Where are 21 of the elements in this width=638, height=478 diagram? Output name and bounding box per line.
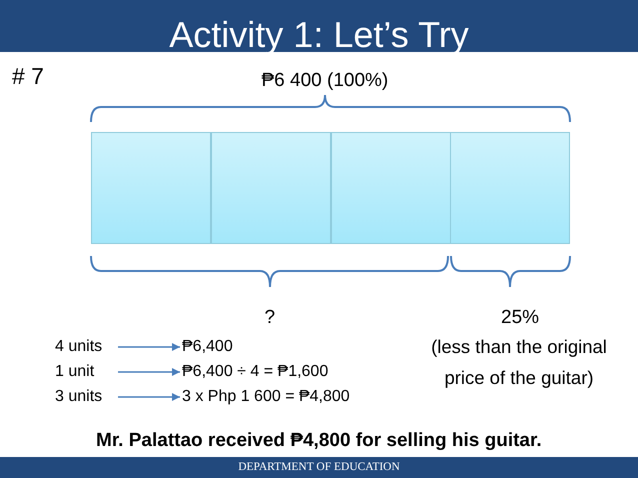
bar-segment xyxy=(450,132,570,244)
arrow xyxy=(118,393,180,401)
note-text: (less than the original price of the guitar) xyxy=(430,335,608,390)
quantity-label: 3 units xyxy=(55,386,117,408)
total-amount-label: ₱6 400 (100%) xyxy=(262,69,388,93)
calculation-text: ₱6,400 ÷ 4 = ₱1,600 xyxy=(182,361,328,383)
arrow xyxy=(118,368,180,376)
problem-number: # 7 xyxy=(12,62,44,91)
calculation-text: 3 x Php 1 600 = ₱4,800 xyxy=(182,386,350,408)
footer-text: DEPARTMENT OF EDUCATION xyxy=(238,460,400,474)
brace-label: ? xyxy=(264,306,276,330)
bar-segment xyxy=(210,132,331,244)
conclusion-text: Mr. Palattao received ₱4,800 for selling his guitar. xyxy=(96,429,542,453)
bar-segment xyxy=(330,132,450,244)
quantity-label: 4 units xyxy=(55,336,117,358)
slide-title: Activity 1: Let’s Try xyxy=(169,14,469,56)
arrow xyxy=(118,343,180,351)
percent-label: 25% xyxy=(501,306,540,330)
quantity-label: 1 unit xyxy=(55,361,117,383)
calculation-text: ₱6,400 xyxy=(182,336,233,358)
bar-segment xyxy=(91,132,211,244)
